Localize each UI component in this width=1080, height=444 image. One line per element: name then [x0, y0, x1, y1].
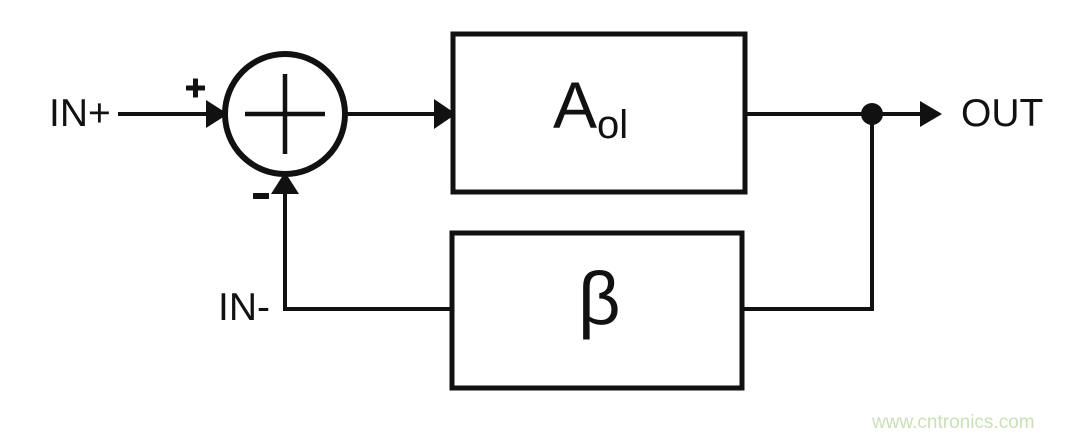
- site-watermark: www.cntronics.com: [872, 412, 1035, 433]
- arrowhead-into-sum: [206, 100, 228, 128]
- label-input-positive: IN+: [49, 92, 111, 135]
- label-output: OUT: [961, 92, 1044, 135]
- forward-gain-block-label: Aol: [553, 72, 628, 145]
- arrowhead-into-sum-feedback: [271, 172, 299, 194]
- forward-gain-subscript: ol: [597, 103, 629, 147]
- plus-sign-vertical-stroke: [193, 78, 198, 98]
- label-input-negative: IN-: [218, 286, 270, 329]
- forward-gain-main-symbol: A: [553, 68, 598, 142]
- arrowhead-to-out: [920, 101, 942, 127]
- arrowhead-into-forward-block: [434, 99, 456, 129]
- forward-gain-block-rect[interactable]: [450, 31, 748, 195]
- feedback-gain-block-label: β: [578, 257, 621, 340]
- feedback-gain-block-rect[interactable]: [449, 230, 745, 391]
- minus-sign-stroke: [253, 193, 269, 199]
